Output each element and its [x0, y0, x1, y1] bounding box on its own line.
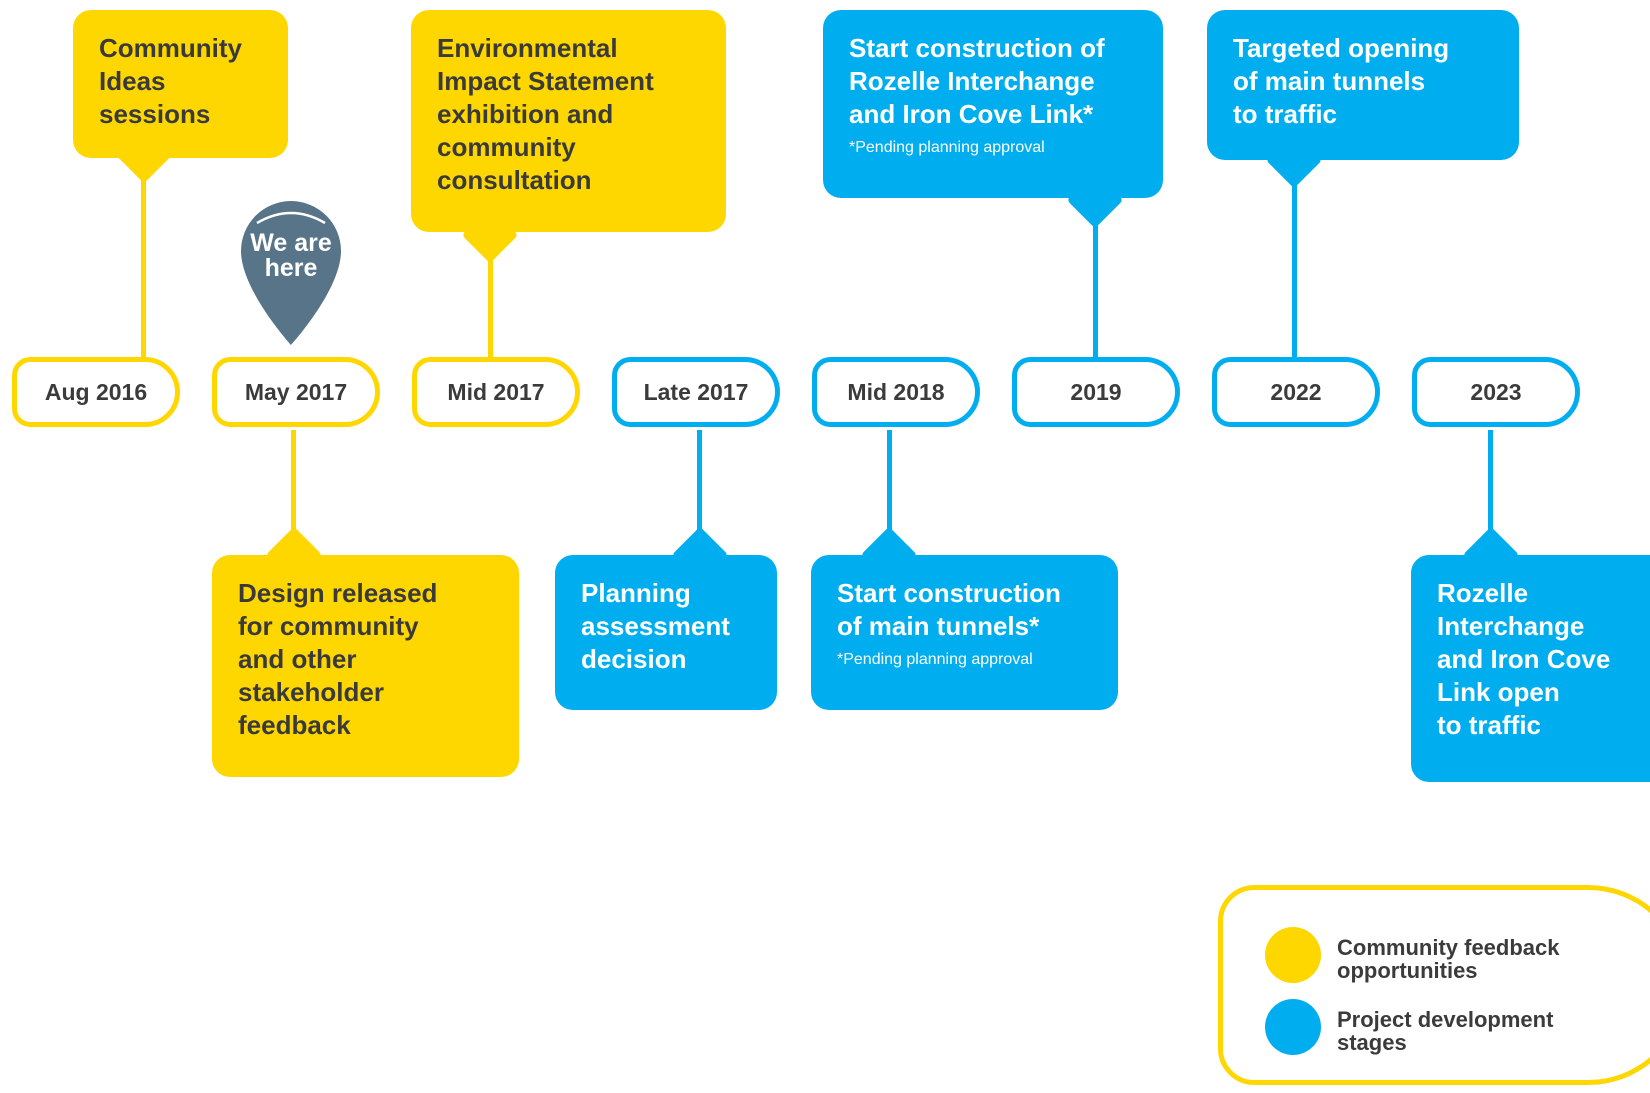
connector-mid-2018 — [887, 430, 892, 560]
card-text: Targeted opening of main tunnels to traf… — [1233, 33, 1450, 129]
card-eis-exhibition: Environmental Impact Statement exhibitio… — [411, 10, 726, 232]
legend-community-label: Community feedback opportunities — [1337, 935, 1560, 983]
milestone-2019: 2019 — [1012, 357, 1180, 427]
card-planning-decision: Planning assessment decision — [555, 555, 777, 710]
milestone-aug-2016: Aug 2016 — [12, 357, 180, 427]
legend-community-swatch — [1265, 927, 1321, 983]
card-text: Environmental Impact Statement exhibitio… — [437, 33, 654, 195]
card-text: Planning assessment decision — [581, 578, 730, 674]
milestone-mid-2018: Mid 2018 — [812, 357, 980, 427]
connector-2022 — [1292, 160, 1297, 360]
card-start-construction-tunnels: Start construction of main tunnels* *Pen… — [811, 555, 1118, 710]
milestone-date: Mid 2017 — [447, 378, 545, 405]
milestone-date: Aug 2016 — [44, 378, 148, 405]
card-design-released: Design released for community and other … — [212, 555, 519, 777]
milestone-date: Late 2017 — [643, 378, 749, 405]
card-text: Community Ideas sessions — [99, 33, 242, 129]
milestone-date: 2019 — [1070, 378, 1122, 405]
milestone-2023: 2023 — [1412, 357, 1580, 427]
connector-2023 — [1488, 430, 1493, 560]
milestone-mid-2017: Mid 2017 — [412, 357, 580, 427]
card-community-ideas: Community Ideas sessions — [73, 10, 288, 158]
connector-mid-2017 — [488, 230, 493, 360]
card-note: *Pending planning approval — [837, 651, 1033, 668]
card-text: Start construction of main tunnels* — [837, 578, 1061, 641]
location-pin-icon: We are here — [235, 195, 347, 350]
connector-late-2017 — [697, 430, 702, 560]
connector-may-2017 — [291, 430, 296, 560]
legend-project-label: Project development stages — [1337, 1007, 1554, 1055]
card-rozelle-open: Rozelle Interchange and Iron Cove Link o… — [1411, 555, 1650, 782]
card-text: Rozelle Interchange and Iron Cove Link o… — [1437, 578, 1611, 740]
legend: Community feedback opportunities Project… — [1218, 885, 1650, 1085]
milestone-late-2017: Late 2017 — [612, 357, 780, 427]
milestone-date: 2023 — [1470, 378, 1522, 405]
milestone-date: May 2017 — [244, 378, 348, 405]
milestone-date: 2022 — [1270, 378, 1322, 405]
card-text: Start construction of Rozelle Interchang… — [849, 33, 1105, 129]
card-note: *Pending planning approval — [849, 139, 1045, 156]
card-text: Design released for community and other … — [238, 578, 438, 740]
milestone-may-2017: May 2017 — [212, 357, 380, 427]
legend-project-swatch — [1265, 999, 1321, 1055]
card-targeted-opening: Targeted opening of main tunnels to traf… — [1207, 10, 1519, 160]
milestone-date: Mid 2018 — [847, 378, 945, 405]
milestone-2022: 2022 — [1212, 357, 1380, 427]
we-are-here-label: We are here — [250, 229, 332, 282]
card-start-construction-rozelle: Start construction of Rozelle Interchang… — [823, 10, 1163, 198]
connector-2019 — [1093, 195, 1098, 360]
connector-aug-2016 — [141, 150, 146, 360]
